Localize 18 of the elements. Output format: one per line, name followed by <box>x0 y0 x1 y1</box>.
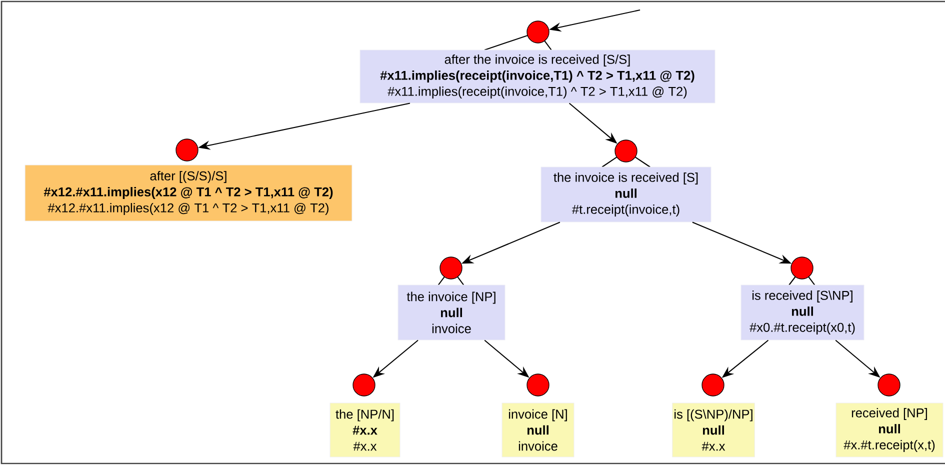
label-box: after [(S/S)/S] #x12.#x11.implies(x12 @ T1 ^ T2 > T1,x11 @ T2) #x12.#x11.implies(x12 @ T1 ^ T2 > T1,x11 @ T2) <box>24 164 352 222</box>
tree-node-circle <box>484 20 552 50</box>
label-box: the invoice [NP] null invoice <box>398 284 506 340</box>
label-box: after the invoice is received [S/S] #x11.implies(receipt(invoice,T1) ^ T2 > T1,x11 @ T2) #x11.implies(receipt(invoice,T1) ^ T2 > T1,x11 @ T2) <box>360 50 716 104</box>
label-box: invoice [N] null invoice <box>502 402 574 458</box>
tree-node-circle <box>702 374 724 396</box>
tree-node-circle <box>526 374 550 396</box>
label-box: the invoice is received [S] null #t.receipt(invoice,t) <box>540 166 712 222</box>
tree-node-circle <box>878 374 900 396</box>
label-box: is [(S\NP)/NP] null #x.x <box>672 402 755 458</box>
label-box: the [NP/N] #x.x #x.x <box>330 402 400 458</box>
label-box: received [NP] null #x.#t.receipt(x,t) <box>836 402 944 458</box>
tree-node-circle <box>602 140 650 168</box>
tree-node-circle <box>788 256 816 286</box>
tree-node-circle <box>352 374 376 396</box>
tree-node-circle <box>438 256 464 286</box>
tree-node-circle <box>176 138 198 162</box>
label-box: is received [S\NP] null #x0.#t.receipt(x0,t) <box>740 284 864 340</box>
